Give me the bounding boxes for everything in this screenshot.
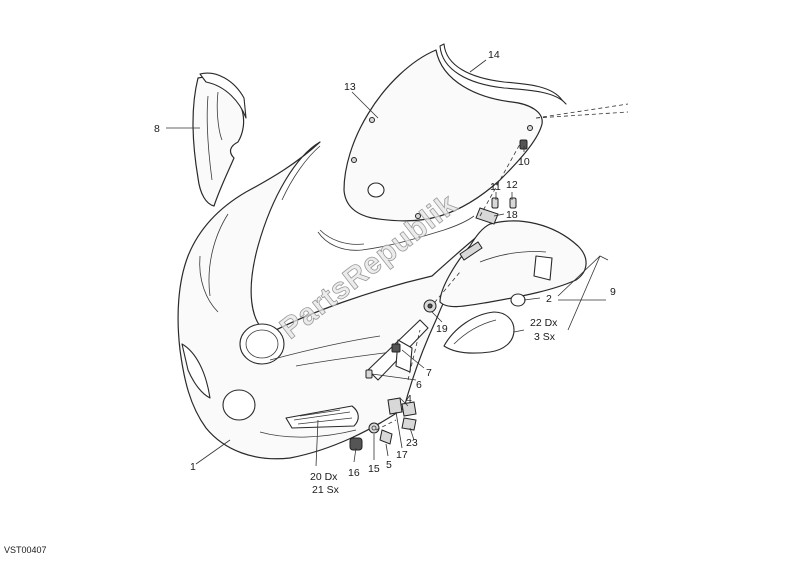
side-panel-part [439,220,587,308]
callout-3sx: 3 Sx [534,331,556,343]
windscreen-trim-part [439,43,567,105]
callout-labels: 1 2 4 5 6 7 8 9 10 11 12 13 14 15 16 17 … [154,49,616,496]
callout-15: 15 [368,463,380,475]
mirror-part [192,72,247,207]
alignment-lines [375,103,629,431]
callout-5: 5 [386,459,392,471]
diagram-code: VST00407 [4,545,47,555]
callout-21sx: 21 Sx [312,484,340,496]
leader-lines [166,59,609,467]
hardware-items [349,139,528,451]
callout-8: 8 [154,123,160,135]
callout-10: 10 [518,156,530,168]
callout-16: 16 [348,467,360,479]
callout-18: 18 [506,209,518,221]
callout-7: 7 [426,367,432,379]
callout-2: 2 [546,293,552,305]
bulb-part [510,293,526,307]
callout-4: 4 [406,393,412,405]
callout-11: 11 [490,181,501,193]
cable-part [317,215,475,251]
windscreen-part [343,49,543,222]
callout-14: 14 [488,49,500,61]
callout-13: 13 [344,81,356,93]
callout-23: 23 [406,437,418,449]
callout-6: 6 [416,379,422,391]
callout-9: 9 [610,286,616,298]
turn-signal-part [443,311,515,354]
callout-12: 12 [506,179,518,191]
callout-19: 19 [436,323,448,335]
callout-22dx: 22 Dx [530,317,558,329]
callout-17: 17 [396,449,408,461]
callout-20dx: 20 Dx [310,471,338,483]
callout-1: 1 [190,461,196,473]
